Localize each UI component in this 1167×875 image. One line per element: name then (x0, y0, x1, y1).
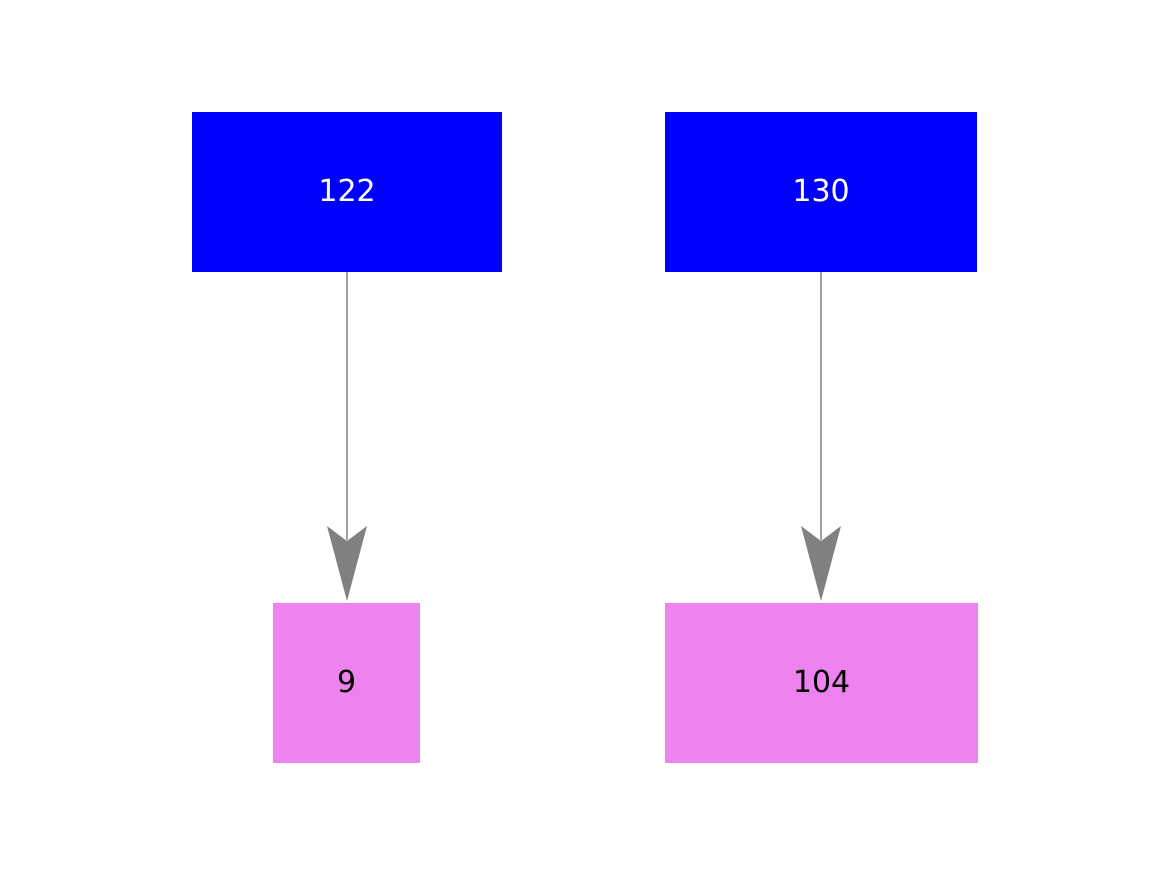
child-node: 104 (665, 603, 978, 763)
parent-node: 130 (665, 112, 977, 272)
child-node-label: 9 (336, 665, 357, 700)
arrow (327, 272, 367, 601)
parent-node-label: 130 (792, 174, 850, 209)
parent-node-label: 122 (318, 174, 376, 209)
child-node-label: 104 (792, 665, 851, 700)
child-node: 9 (273, 603, 420, 763)
arrow-head-icon (801, 526, 841, 601)
arrow (801, 272, 841, 601)
arrow-head-icon (327, 526, 367, 601)
parent-node: 122 (192, 112, 502, 272)
